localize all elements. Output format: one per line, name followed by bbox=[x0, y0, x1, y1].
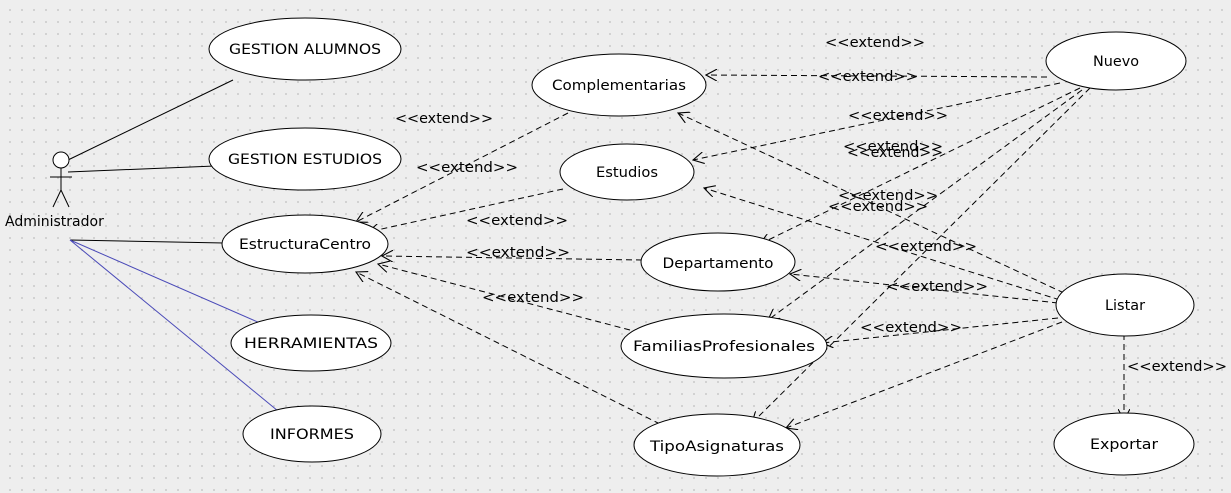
association-lines-blue bbox=[69, 239, 279, 412]
use-case-informes[interactable]: INFORMES bbox=[242, 405, 382, 463]
use-case-label: Estudios bbox=[596, 165, 658, 181]
use-case-listar[interactable]: Listar bbox=[1055, 273, 1195, 337]
extend-labels: <<extend>> <<extend>> <<extend>> <<exten… bbox=[395, 35, 1227, 375]
use-case-tipo-asignaturas[interactable]: TipoAsignaturas bbox=[633, 413, 801, 477]
extend-label: <<extend>> bbox=[466, 213, 568, 229]
extend-familias-estructura bbox=[378, 264, 631, 331]
use-case-label: Complementarias bbox=[552, 78, 686, 94]
extend-lines bbox=[356, 75, 1124, 428]
extend-nuevo-familias bbox=[768, 89, 1083, 320]
extend-label: <<extend>> bbox=[860, 320, 962, 336]
actor-administrador[interactable] bbox=[50, 151, 72, 208]
extend-departamento-estructura bbox=[382, 256, 643, 260]
use-case-departamento[interactable]: Departamento bbox=[640, 232, 796, 292]
use-case-exportar[interactable]: Exportar bbox=[1053, 412, 1195, 476]
use-case-label: GESTION ESTUDIOS bbox=[228, 152, 382, 168]
extend-label: <<extend>> bbox=[466, 245, 570, 261]
assoc-estructura-centro bbox=[69, 239, 225, 244]
extend-listar-departamento bbox=[790, 274, 1059, 304]
extend-listar-tipo bbox=[786, 321, 1063, 428]
extend-label: <<extend>> bbox=[395, 111, 493, 127]
use-case-label: Nuevo bbox=[1093, 54, 1139, 70]
use-case-label: TipoAsignaturas bbox=[649, 439, 784, 455]
extend-listar-complementarias bbox=[678, 113, 1065, 294]
actor-left-leg bbox=[52, 189, 62, 208]
use-case-label: Departamento bbox=[663, 256, 774, 272]
use-case-label: FamiliasProfesionales bbox=[633, 339, 815, 355]
use-case-nuevo[interactable]: Nuevo bbox=[1045, 31, 1187, 91]
use-case-familias-profesionales[interactable]: FamiliasProfesionales bbox=[620, 313, 828, 379]
assoc-gestion-estudios bbox=[67, 165, 216, 173]
extend-label: <<extend>> bbox=[843, 139, 943, 155]
use-case-label: HERRAMIENTAS bbox=[244, 336, 378, 352]
association-lines bbox=[67, 79, 234, 244]
extend-label: <<extend>> bbox=[886, 279, 988, 295]
extend-tipo-estructura bbox=[356, 272, 661, 425]
extend-label: <<extend>> bbox=[828, 199, 928, 215]
use-case-complementarias[interactable]: Complementarias bbox=[531, 53, 707, 117]
actor-right-leg bbox=[60, 189, 70, 208]
use-case-herramientas[interactable]: HERRAMIENTAS bbox=[230, 314, 392, 372]
use-case-label: EstructuraCentro bbox=[239, 237, 371, 253]
extend-label: <<extend>> bbox=[818, 69, 918, 85]
extend-label: <<extend>> bbox=[838, 188, 938, 204]
extend-label: <<extend>> bbox=[825, 35, 925, 51]
use-case-estudios[interactable]: Estudios bbox=[559, 143, 695, 201]
use-case-label: Listar bbox=[1105, 298, 1145, 314]
extend-label: <<extend>> bbox=[847, 145, 943, 161]
assoc-gestion-alumnos bbox=[67, 79, 234, 161]
actor-label: Administrador bbox=[5, 214, 104, 230]
extend-estudios-estructura bbox=[368, 188, 564, 232]
extend-nuevo-complementarias bbox=[706, 75, 1048, 77]
extend-label: <<extend>> bbox=[848, 108, 948, 124]
assoc-informes bbox=[69, 239, 279, 412]
use-case-label: Exportar bbox=[1090, 437, 1158, 453]
actor-head bbox=[52, 151, 70, 169]
use-case-gestion-alumnos[interactable]: GESTION ALUMNOS bbox=[208, 17, 402, 81]
extend-label: <<extend>> bbox=[482, 290, 584, 306]
extend-label: <<extend>> bbox=[875, 239, 977, 255]
use-case-estructura-centro[interactable]: EstructuraCentro bbox=[221, 214, 389, 274]
extend-nuevo-estudios bbox=[693, 82, 1061, 160]
use-case-label: GESTION ALUMNOS bbox=[229, 42, 381, 58]
use-case-gestion-estudios[interactable]: GESTION ESTUDIOS bbox=[208, 127, 402, 191]
assoc-herramientas bbox=[69, 239, 261, 324]
use-case-label: INFORMES bbox=[270, 427, 354, 443]
extend-label: <<extend>> bbox=[1127, 359, 1227, 375]
extend-listar-estudios bbox=[704, 188, 1061, 301]
extend-label: <<extend>> bbox=[416, 160, 518, 176]
